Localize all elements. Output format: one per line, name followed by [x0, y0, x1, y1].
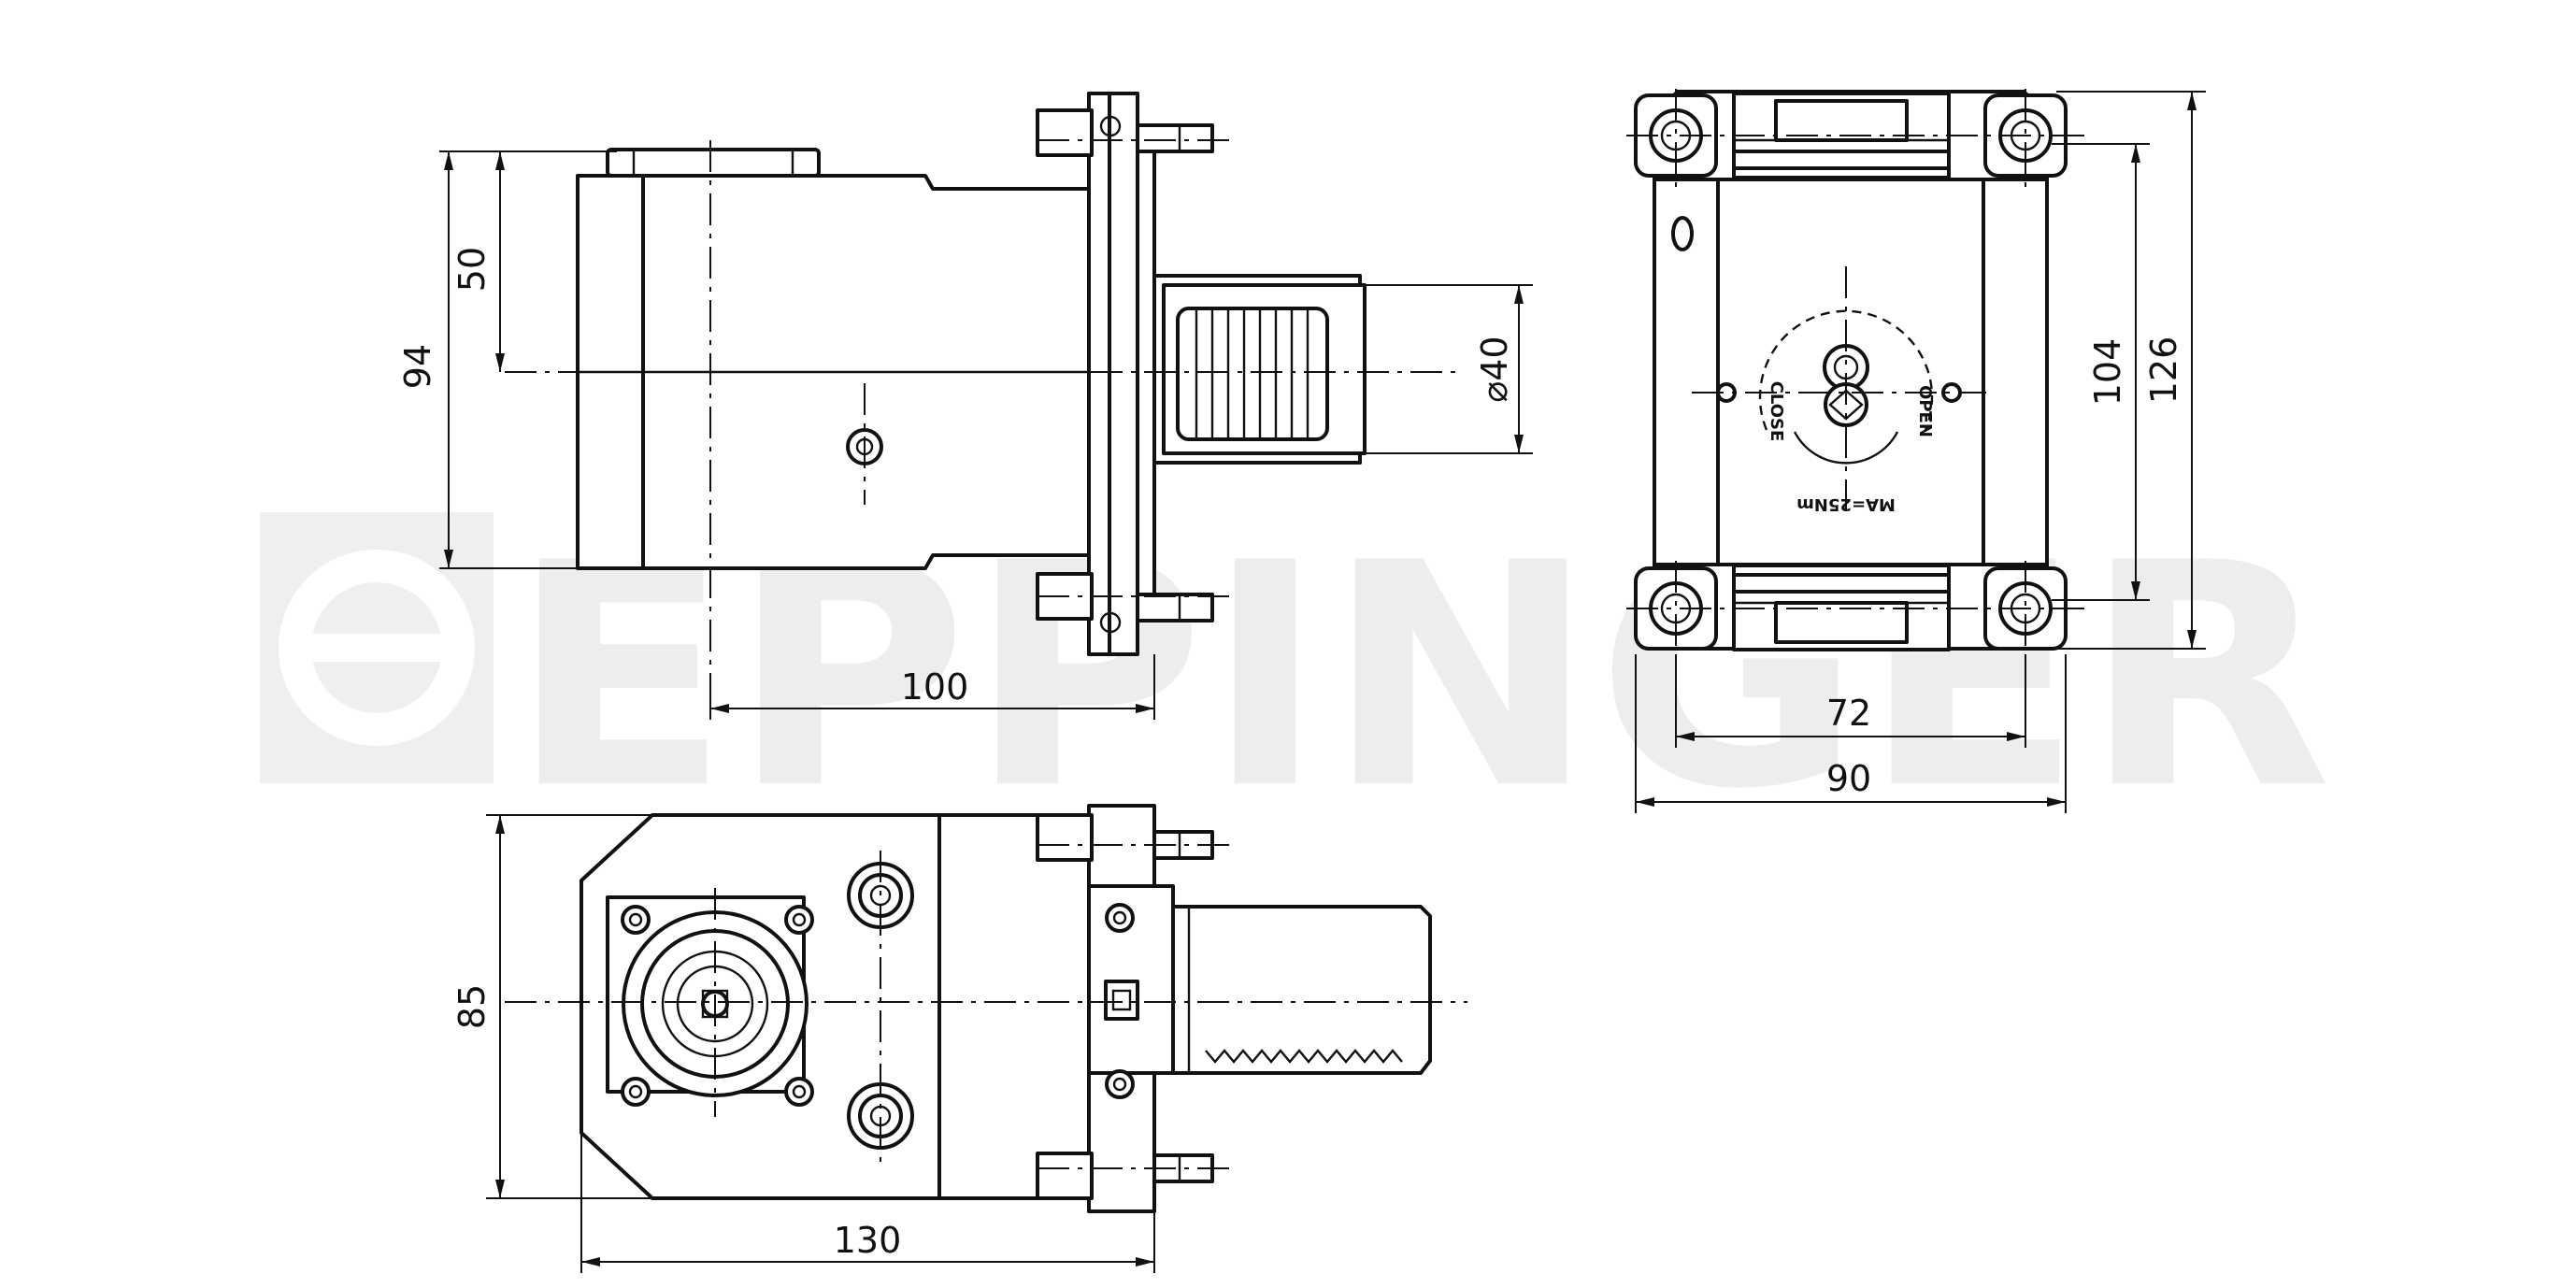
dim-front-depth: 100 — [901, 666, 969, 708]
dim-top-length: 130 — [834, 1220, 902, 1261]
dim-side-inner-width: 72 — [1826, 693, 1871, 734]
dim-side-total-height: 126 — [2143, 336, 2184, 405]
label-open: OPEN — [1915, 385, 1935, 437]
side-adjuster-dial — [1758, 309, 1934, 431]
dim-shank-diameter: ⌀40 — [1474, 336, 1515, 402]
front-coolant-pin-lower — [1136, 593, 1214, 623]
top-view: 85 130 — [451, 804, 1467, 1273]
front-top-plate — [606, 148, 821, 178]
front-coolant-block-upper — [1036, 108, 1094, 157]
side-lube-port — [1671, 216, 1694, 251]
watermark-logo-bar — [297, 634, 456, 662]
label-close: CLOSE — [1767, 381, 1786, 442]
front-view: 94 50 100 ⌀40 — [397, 92, 1533, 720]
dim-top-width: 85 — [451, 984, 493, 1029]
dim-front-height: 94 — [397, 344, 438, 389]
dim-front-upper: 50 — [451, 247, 493, 292]
side-view: CLOSE OPEN MA=25Nm 104 126 72 90 — [1626, 89, 2206, 813]
dim-side-total-width: 90 — [1826, 758, 1871, 799]
top-key — [1104, 980, 1139, 1021]
front-shank-serration — [1176, 307, 1329, 441]
dim-side-inner-height: 104 — [2087, 338, 2128, 407]
front-coolant-pin-upper — [1136, 123, 1214, 153]
top-shank — [1171, 905, 1432, 1075]
